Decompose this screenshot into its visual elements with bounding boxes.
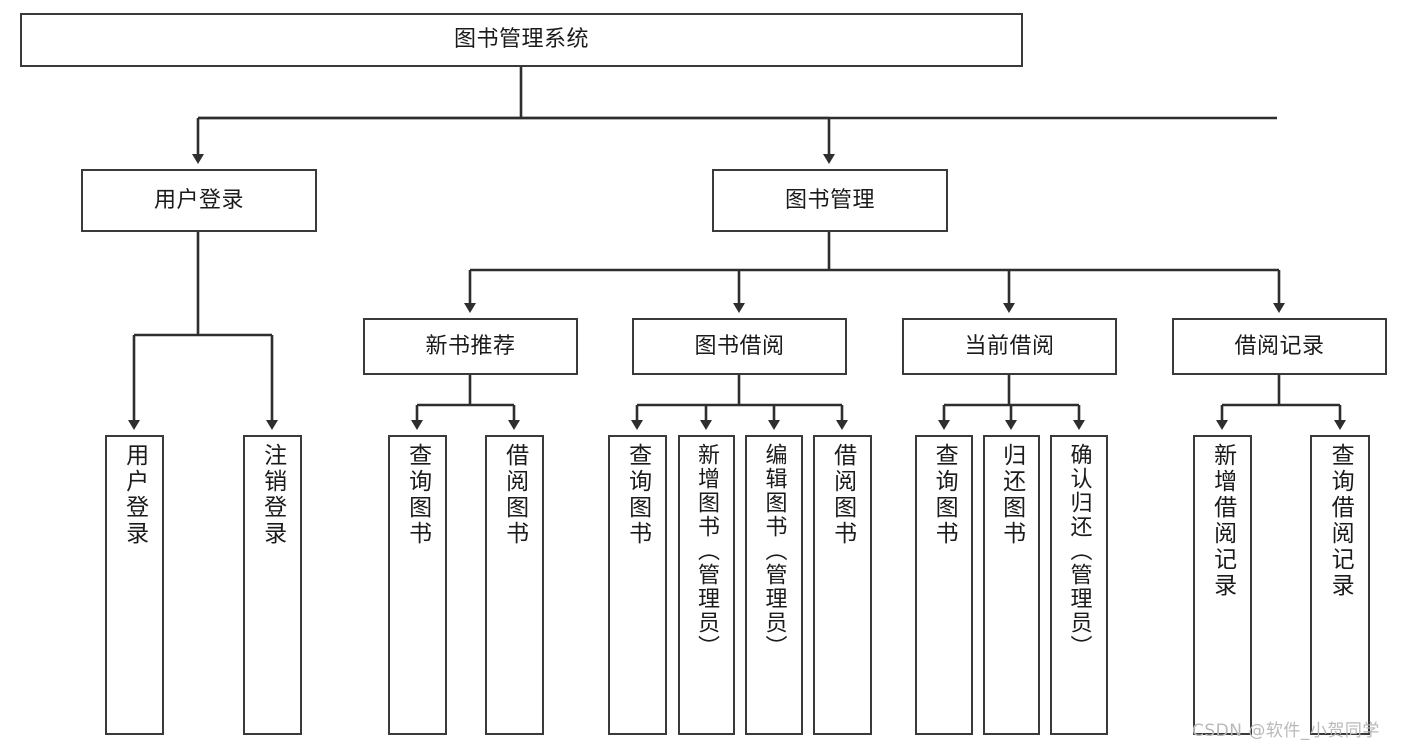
node-leaf-user-login[interactable]: 用户登录 bbox=[105, 435, 164, 735]
node-root-label: 图书管理系统 bbox=[453, 27, 589, 53]
node-leaf-add-book-label: 新增图书（管理员） bbox=[694, 443, 720, 659]
node-leaf-confirm-return-label: 确认归还（管理员） bbox=[1066, 443, 1092, 659]
node-user-login[interactable]: 用户登录 bbox=[81, 169, 317, 232]
node-leaf-query-book-borrow-label: 查询图书 bbox=[624, 443, 651, 547]
node-leaf-query-book-borrow[interactable]: 查询图书 bbox=[608, 435, 667, 735]
node-leaf-edit-book-label: 编辑图书（管理员） bbox=[761, 443, 787, 659]
node-leaf-return-book-label: 归还图书 bbox=[998, 443, 1025, 547]
node-book-manage[interactable]: 图书管理 bbox=[712, 169, 948, 232]
node-leaf-borrow-book[interactable]: 借阅图书 bbox=[813, 435, 872, 735]
node-leaf-add-book[interactable]: 新增图书（管理员） bbox=[678, 435, 735, 735]
node-leaf-return-book[interactable]: 归还图书 bbox=[983, 435, 1040, 735]
node-borrow-record[interactable]: 借阅记录 bbox=[1172, 318, 1387, 375]
node-leaf-borrow-book-rec[interactable]: 借阅图书 bbox=[485, 435, 544, 735]
watermark: CSDN @软件_小贺同学 bbox=[1192, 721, 1380, 741]
node-leaf-user-login-label: 用户登录 bbox=[121, 443, 148, 547]
node-leaf-logout[interactable]: 注销登录 bbox=[243, 435, 302, 735]
node-leaf-query-record[interactable]: 查询借阅记录 bbox=[1310, 435, 1370, 735]
node-leaf-query-record-label: 查询借阅记录 bbox=[1327, 443, 1354, 599]
node-user-login-label: 用户登录 bbox=[153, 187, 244, 213]
node-borrow-record-label: 借阅记录 bbox=[1234, 333, 1325, 359]
node-book-borrow[interactable]: 图书借阅 bbox=[632, 318, 847, 375]
node-leaf-confirm-return[interactable]: 确认归还（管理员） bbox=[1050, 435, 1108, 735]
node-leaf-query-book-rec[interactable]: 查询图书 bbox=[388, 435, 447, 735]
node-leaf-edit-book[interactable]: 编辑图书（管理员） bbox=[745, 435, 803, 735]
node-leaf-borrow-book-rec-label: 借阅图书 bbox=[501, 443, 528, 547]
node-root[interactable]: 图书管理系统 bbox=[20, 13, 1023, 67]
node-new-book-recommend[interactable]: 新书推荐 bbox=[363, 318, 578, 375]
node-leaf-query-book-cur-label: 查询图书 bbox=[931, 443, 958, 547]
node-current-borrow[interactable]: 当前借阅 bbox=[902, 318, 1117, 375]
node-leaf-query-book-rec-label: 查询图书 bbox=[404, 443, 431, 547]
node-leaf-borrow-book-label: 借阅图书 bbox=[829, 443, 856, 547]
node-leaf-add-record-label: 新增借阅记录 bbox=[1209, 443, 1236, 599]
node-book-borrow-label: 图书借阅 bbox=[694, 333, 785, 359]
node-leaf-query-book-cur[interactable]: 查询图书 bbox=[915, 435, 973, 735]
node-new-book-recommend-label: 新书推荐 bbox=[425, 333, 516, 359]
node-current-borrow-label: 当前借阅 bbox=[964, 333, 1055, 359]
node-leaf-logout-label: 注销登录 bbox=[259, 443, 286, 547]
node-book-manage-label: 图书管理 bbox=[784, 187, 875, 213]
node-leaf-add-record[interactable]: 新增借阅记录 bbox=[1193, 435, 1252, 735]
